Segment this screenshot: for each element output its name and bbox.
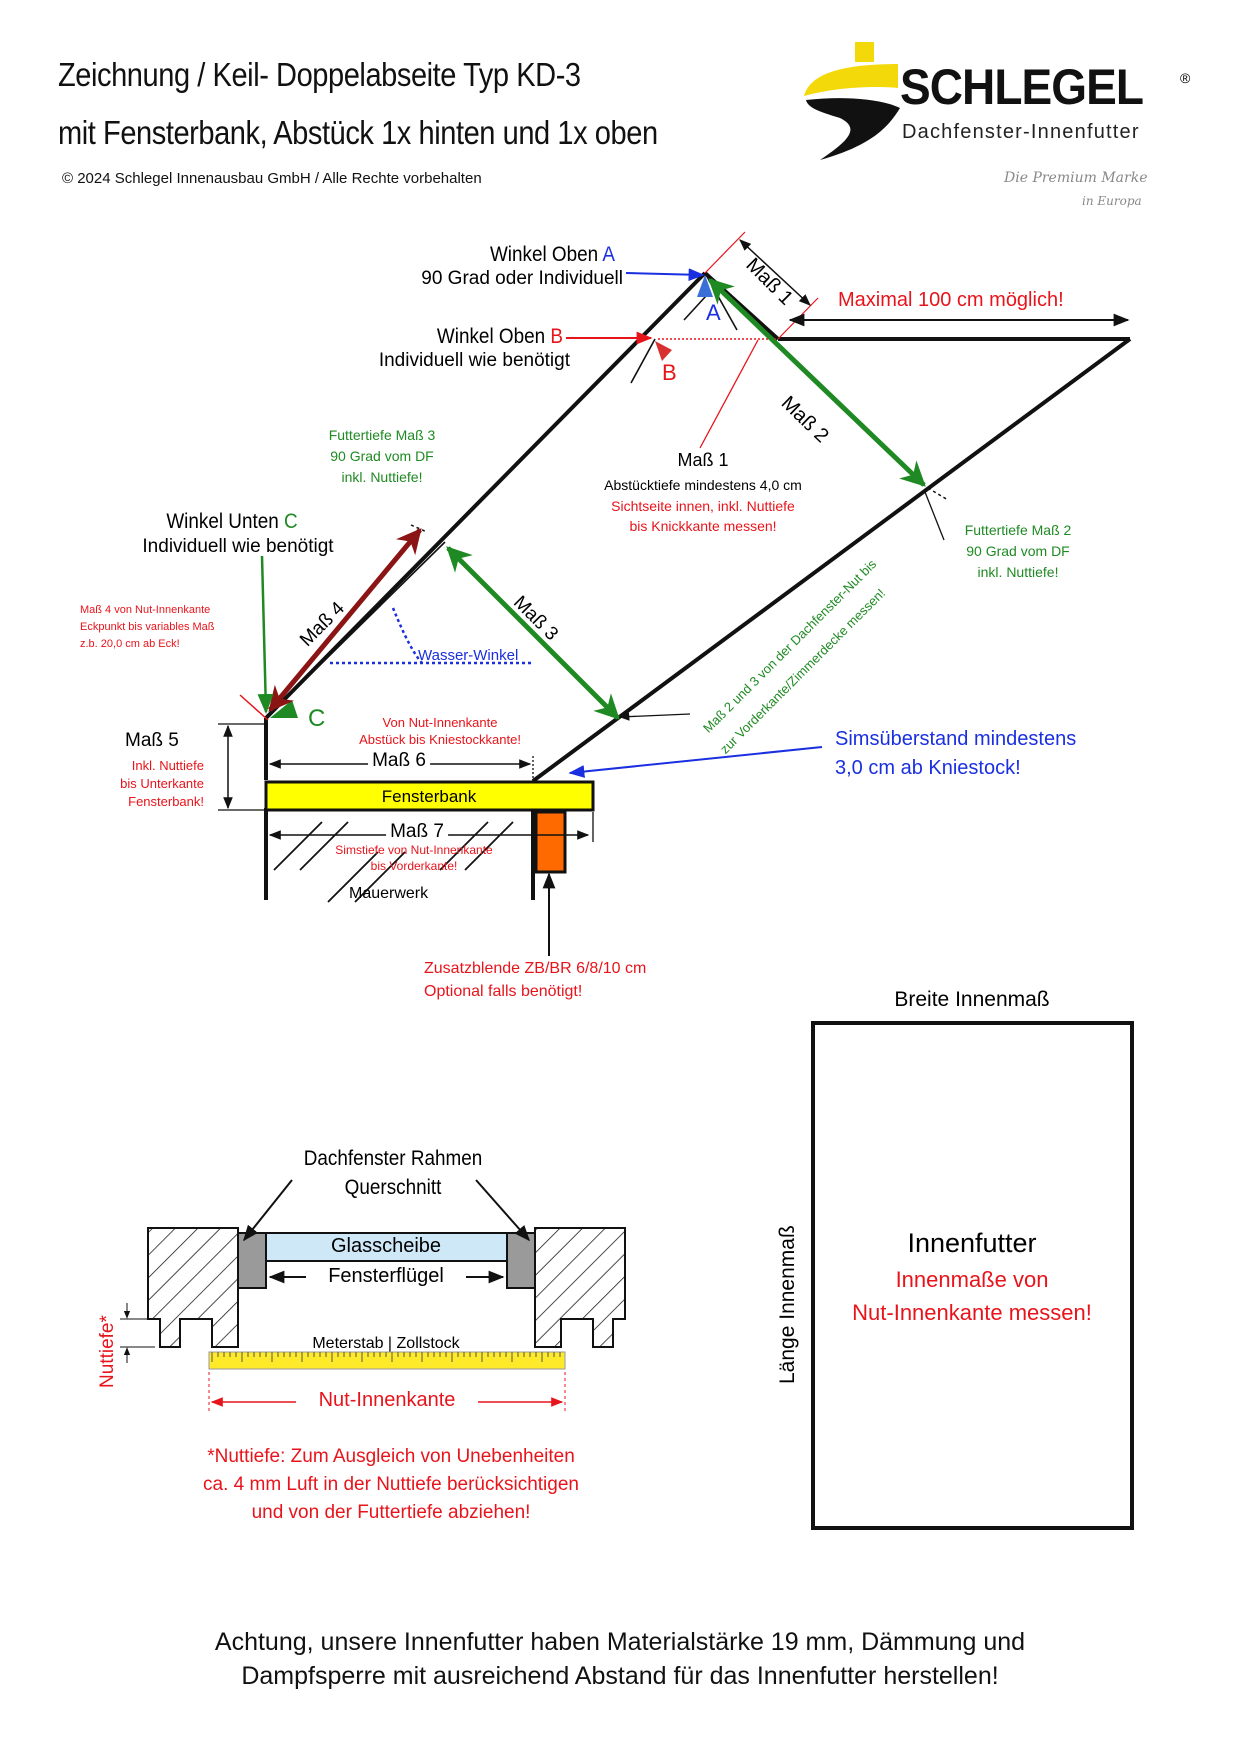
winkel-oben-a-sub: 90 Grad oder Individuell (421, 268, 623, 289)
logo-brand: SCHLEGEL (900, 59, 1144, 115)
innenfutter-note-1: Innenmaße von (895, 1267, 1049, 1292)
mass6-note-1: Von Nut-Innenkante (382, 715, 498, 730)
wasser-winkel-label: Wasser-Winkel (418, 647, 519, 664)
schlegel-logo-mark (804, 42, 900, 160)
mass1-note-1: Sichtseite innen, inkl. Nuttiefe (611, 498, 795, 514)
fensterbank-label: Fensterbank (381, 787, 477, 806)
glass-label: Glasscheibe (330, 1235, 442, 1257)
winkel-unten-sub: Individuell wie benötigt (142, 536, 334, 557)
logo-tagline-2: in Europa (1082, 194, 1142, 208)
mass5-note-2: bis Unterkante (120, 776, 204, 791)
title-line-1: Zeichnung / Keil- Doppelabseite Typ KD-3 (58, 56, 581, 93)
mauerwerk-label: Mauerwerk (349, 885, 429, 902)
mass7-label: Maß 7 (386, 821, 448, 843)
fensterbank-board (264, 780, 595, 812)
angle-b-wedge (655, 341, 672, 361)
mass1-note-2: bis Knickkante messen! (629, 518, 777, 534)
mass4-note-3: z.b. 20,0 cm ab Eck! (80, 638, 180, 650)
winkel-oben-b-sub: Individuell wie benötigt (378, 350, 570, 371)
letter-b: B (662, 360, 677, 385)
sims-note-1: Simsüberstand mindestens (835, 728, 1077, 750)
maximal-label: Maximal 100 cm möglich! (838, 289, 1064, 311)
laenge-label: Länge Innenmaß (776, 1225, 799, 1384)
meterstab-label: Meterstab | Zollstock (312, 1335, 460, 1352)
fluegel-label: Fensterflügel (328, 1265, 444, 1287)
mass3-arrow (446, 546, 620, 720)
winkel-unten-label: Winkel Unten C (166, 510, 298, 533)
mass6-label: Maß 6 (368, 750, 430, 772)
logo-tagline: Die Premium Marke (1004, 170, 1148, 186)
mass7-note-1: Simstiefe von Nut-Innenkante (335, 843, 493, 857)
frame-title-1: Dachfenster Rahmen (303, 1147, 483, 1170)
mass5-note-3: Fensterbank! (128, 794, 204, 809)
zusatzblende (534, 810, 567, 874)
futter3-line-3: inkl. Nuttiefe! (341, 469, 423, 485)
mass4-note-1: Maß 4 von Nut-Innenkante (80, 604, 211, 616)
futter2-line-3: inkl. Nuttiefe! (977, 564, 1059, 580)
zusatz-note-1: Zusatzblende ZB/BR 6/8/10 cm (424, 960, 647, 977)
letter-a: A (706, 300, 721, 325)
mass5-note-1: Inkl. Nuttiefe (131, 758, 204, 773)
innenfutter-note-2: Nut-Innenkante messen! (852, 1300, 1092, 1325)
futter2-line-1: Futtertiefe Maß 2 (964, 522, 1072, 538)
footer-line-1: Achtung, unsere Innenfutter haben Materi… (214, 1628, 1026, 1656)
footer-line-2: Dampfsperre mit ausreichend Abstand für … (241, 1662, 999, 1690)
futter3-line-1: Futtertiefe Maß 3 (328, 427, 436, 443)
frame-title-2: Querschnitt (344, 1176, 442, 1199)
mass1-desc: Abstücktiefe mindestens 4,0 cm (604, 477, 802, 493)
nuttiefe-note-1: *Nuttiefe: Zum Ausgleich von Unebenheite… (207, 1446, 575, 1467)
innenfutter-title: Innenfutter (907, 1228, 1037, 1258)
logo-registered: ® (1180, 70, 1191, 86)
winkel-oben-b-label: Winkel Oben B (436, 325, 563, 348)
glass-pane (265, 1232, 508, 1262)
frame-cross-section (147, 1227, 626, 1348)
nuttiefe-label: Nuttiefe* (97, 1315, 118, 1388)
breite-label: Breite Innenmaß (894, 988, 1050, 1011)
mass1-title: Maß 1 (677, 450, 729, 470)
mass7-note-2: bis Vorderkante! (370, 859, 458, 873)
nuttiefe-note-3: und von der Futtertiefe abziehen! (251, 1502, 531, 1523)
futter2-line-2: 90 Grad vom DF (966, 543, 1070, 559)
mass4-arrow (268, 528, 422, 712)
letter-c: C (308, 705, 326, 732)
mass6-note-2: Abstück bis Kniestockkante! (359, 732, 521, 747)
winkel-oben-a-label: Winkel Oben A (489, 243, 615, 266)
zusatz-note-2: Optional falls benötigt! (424, 983, 583, 1000)
nuttiefe-note-2: ca. 4 mm Luft in der Nuttiefe berücksich… (203, 1474, 579, 1495)
nut-innenkante-label: Nut-Innenkante (318, 1389, 456, 1411)
mass4-note-2: Eckpunkt bis variables Maß (80, 621, 215, 633)
mass2-arrow (708, 278, 926, 487)
innenfutter-box (811, 1021, 1134, 1530)
logo-subtitle: Dachfenster-Innenfutter (902, 121, 1140, 143)
title-line-2: mit Fensterbank, Abstück 1x hinten und 1… (58, 114, 658, 151)
futter3-line-2: 90 Grad vom DF (330, 448, 434, 464)
copyright: © 2024 Schlegel Innenausbau GmbH / Alle … (62, 170, 482, 187)
sims-note-2: 3,0 cm ab Kniestock! (835, 757, 1021, 779)
mass5-label: Maß 5 (125, 730, 179, 751)
